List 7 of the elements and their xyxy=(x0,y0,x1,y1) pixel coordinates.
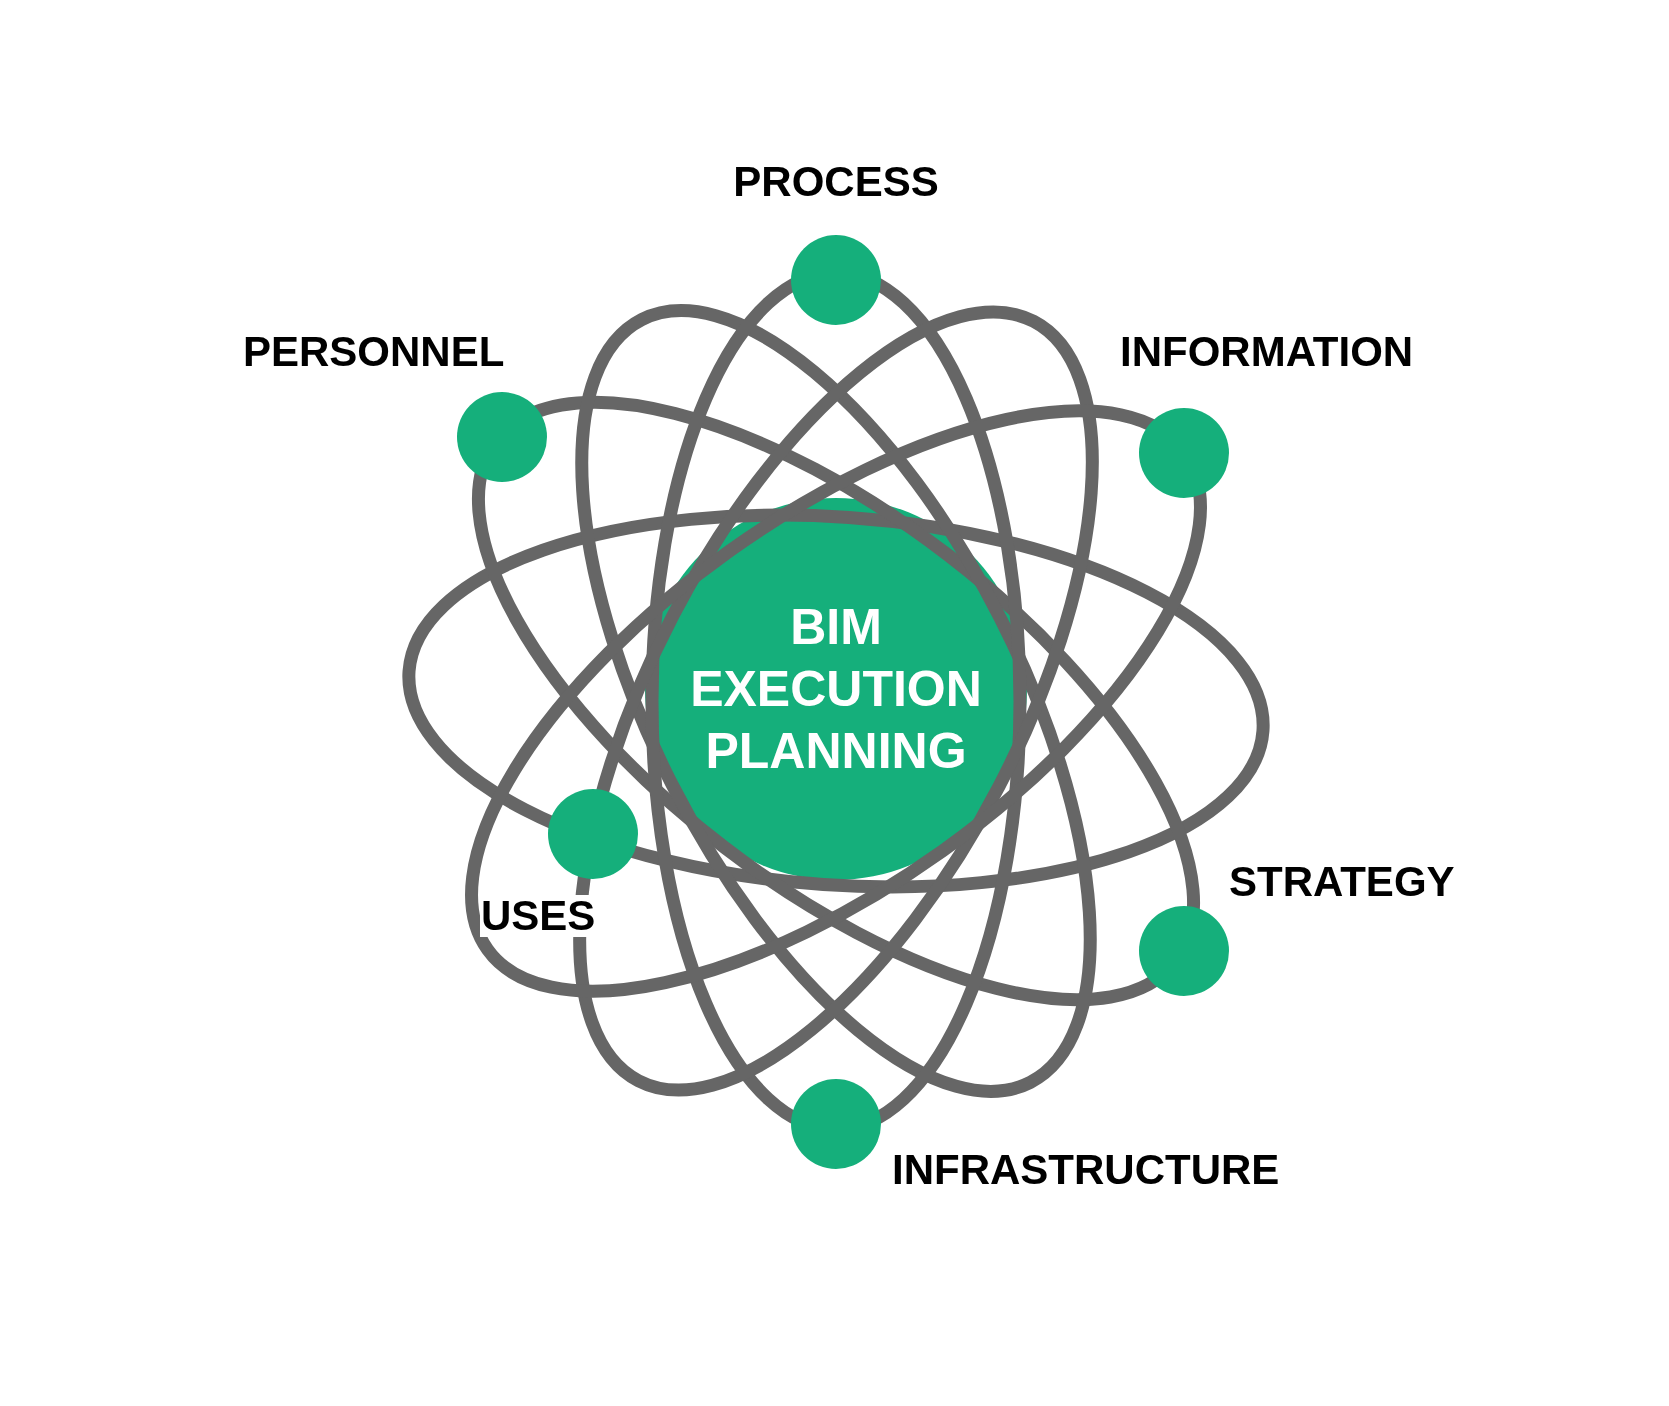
node-label: USES xyxy=(480,895,597,937)
node-label: PERSONNEL xyxy=(243,329,505,375)
node-label: STRATEGY xyxy=(1229,859,1455,905)
node-label: PROCESS xyxy=(733,159,939,205)
node-label: INFORMATION xyxy=(1120,329,1414,375)
node-label: INFRASTRUCTURE xyxy=(892,1147,1280,1193)
hub-label: BIM EXECUTION PLANNING xyxy=(689,598,983,781)
